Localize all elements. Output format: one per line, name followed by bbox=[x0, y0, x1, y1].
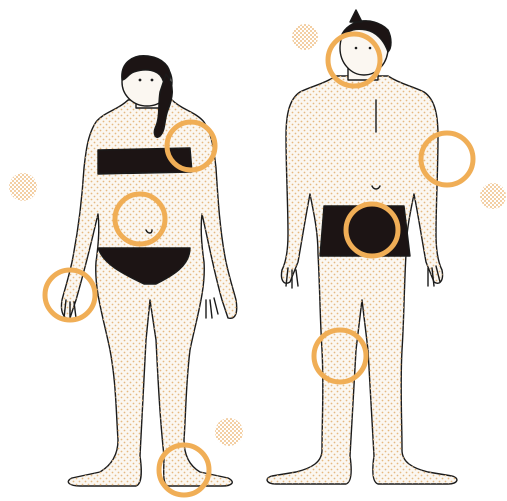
dot-cluster bbox=[292, 24, 318, 50]
man-figure bbox=[267, 10, 457, 484]
dot-cluster bbox=[9, 173, 37, 201]
dot-cluster bbox=[215, 418, 243, 446]
woman-bikini-top bbox=[98, 148, 192, 174]
woman-figure bbox=[61, 56, 236, 486]
dot-cluster bbox=[480, 183, 506, 209]
